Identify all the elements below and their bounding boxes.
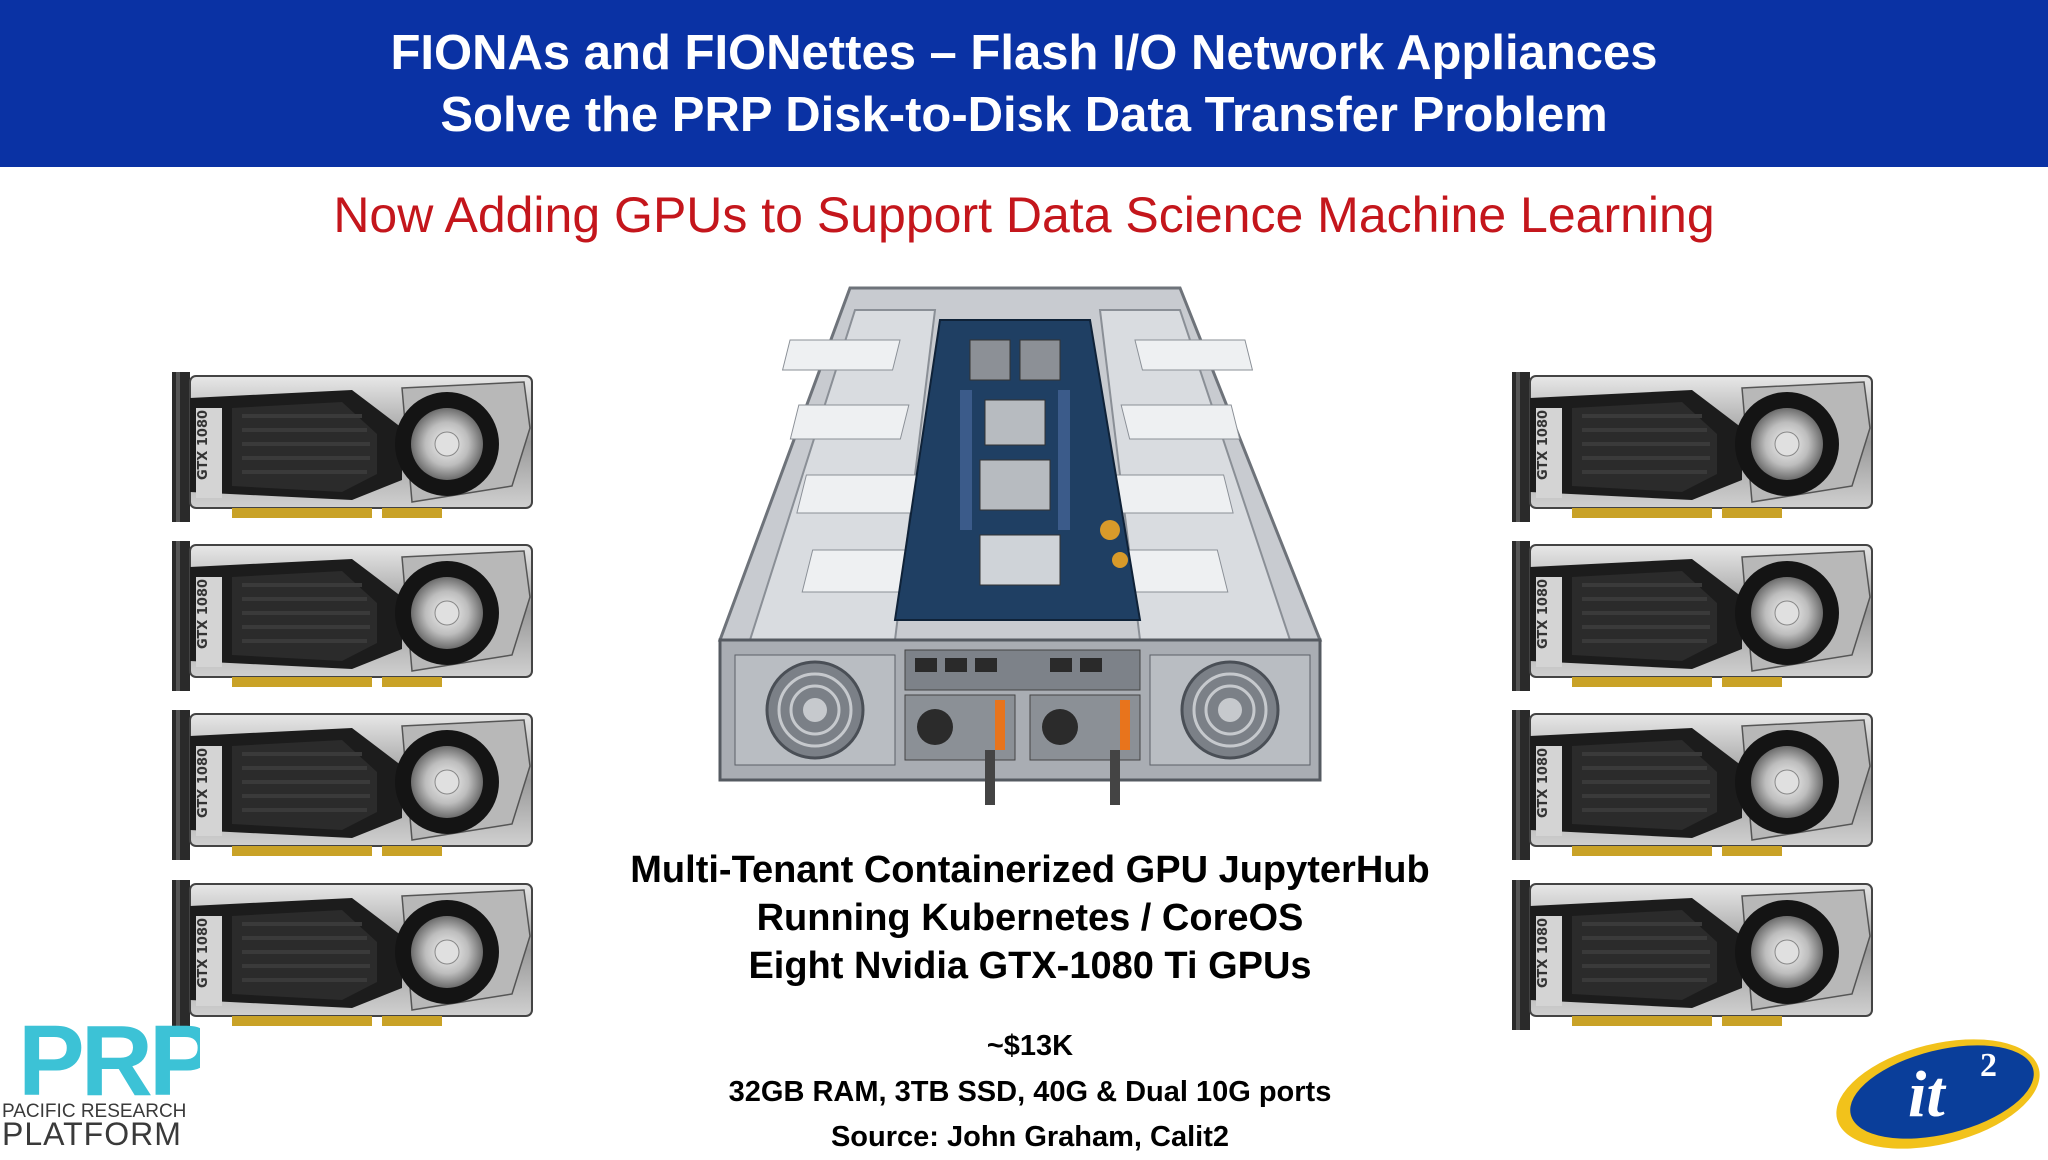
prp-logo: PRP PACIFIC RESEARCH PLATFORM xyxy=(0,995,217,1152)
gpu-label: GTX 1080 xyxy=(196,748,211,818)
prp-logo-line-2: PLATFORM xyxy=(2,1116,182,1152)
specs-text: 32GB RAM, 3TB SSD, 40G & Dual 10G ports xyxy=(728,1076,1332,1108)
gpu-card-image: GTX 1080 xyxy=(1510,706,1882,871)
gpu-label: GTX 1080 xyxy=(1536,918,1551,988)
gpu-card-image: GTX 1080 xyxy=(170,537,542,702)
gpu-label: GTX 1080 xyxy=(196,918,211,988)
gpu-card-image: GTX 1080 xyxy=(170,706,542,871)
slide-subtitle: Now Adding GPUs to Support Data Science … xyxy=(333,187,1715,243)
prp-logo-letters: PRP xyxy=(18,1005,200,1117)
gpu-label: GTX 1080 xyxy=(1536,748,1551,818)
prp-logo-line-1: PACIFIC RESEARCH xyxy=(2,1101,186,1122)
slide-header: FIONAs and FIONettes – Flash I/O Network… xyxy=(0,0,2048,167)
source-text: Source: John Graham, Calit2 xyxy=(830,1121,1230,1153)
title-line-2: Solve the PRP Disk-to-Disk Data Transfer… xyxy=(440,87,1608,142)
gpu-label: GTX 1080 xyxy=(1536,410,1551,480)
price-text: ~$13K xyxy=(986,1030,1074,1062)
gpu-card-image: GTX 1080 xyxy=(1510,876,1882,1041)
gpu-card-image: GTX 1080 xyxy=(1510,368,1882,533)
description-line-3: Eight Nvidia GTX-1080 Ti GPUs xyxy=(748,945,1312,987)
it2-logo-text: it xyxy=(1908,1058,1946,1131)
gpu-card-image: GTX 1080 xyxy=(170,368,542,533)
gpu-label: GTX 1080 xyxy=(196,410,211,480)
gpu-label: GTX 1080 xyxy=(196,579,211,649)
title-line-1: FIONAs and FIONettes – Flash I/O Network… xyxy=(390,25,1658,80)
gpu-label: GTX 1080 xyxy=(1536,579,1551,649)
server-chassis-image xyxy=(680,280,1370,815)
gpu-card-image: GTX 1080 xyxy=(170,876,542,1041)
gpu-card-image: GTX 1080 xyxy=(1510,537,1882,702)
description-line-1: Multi-Tenant Containerized GPU JupyterHu… xyxy=(630,849,1430,891)
it2-logo-sup: 2 xyxy=(1980,1047,1997,1084)
it2-logo: it 2 xyxy=(1820,1020,2048,1152)
description-line-2: Running Kubernetes / CoreOS xyxy=(756,897,1304,939)
